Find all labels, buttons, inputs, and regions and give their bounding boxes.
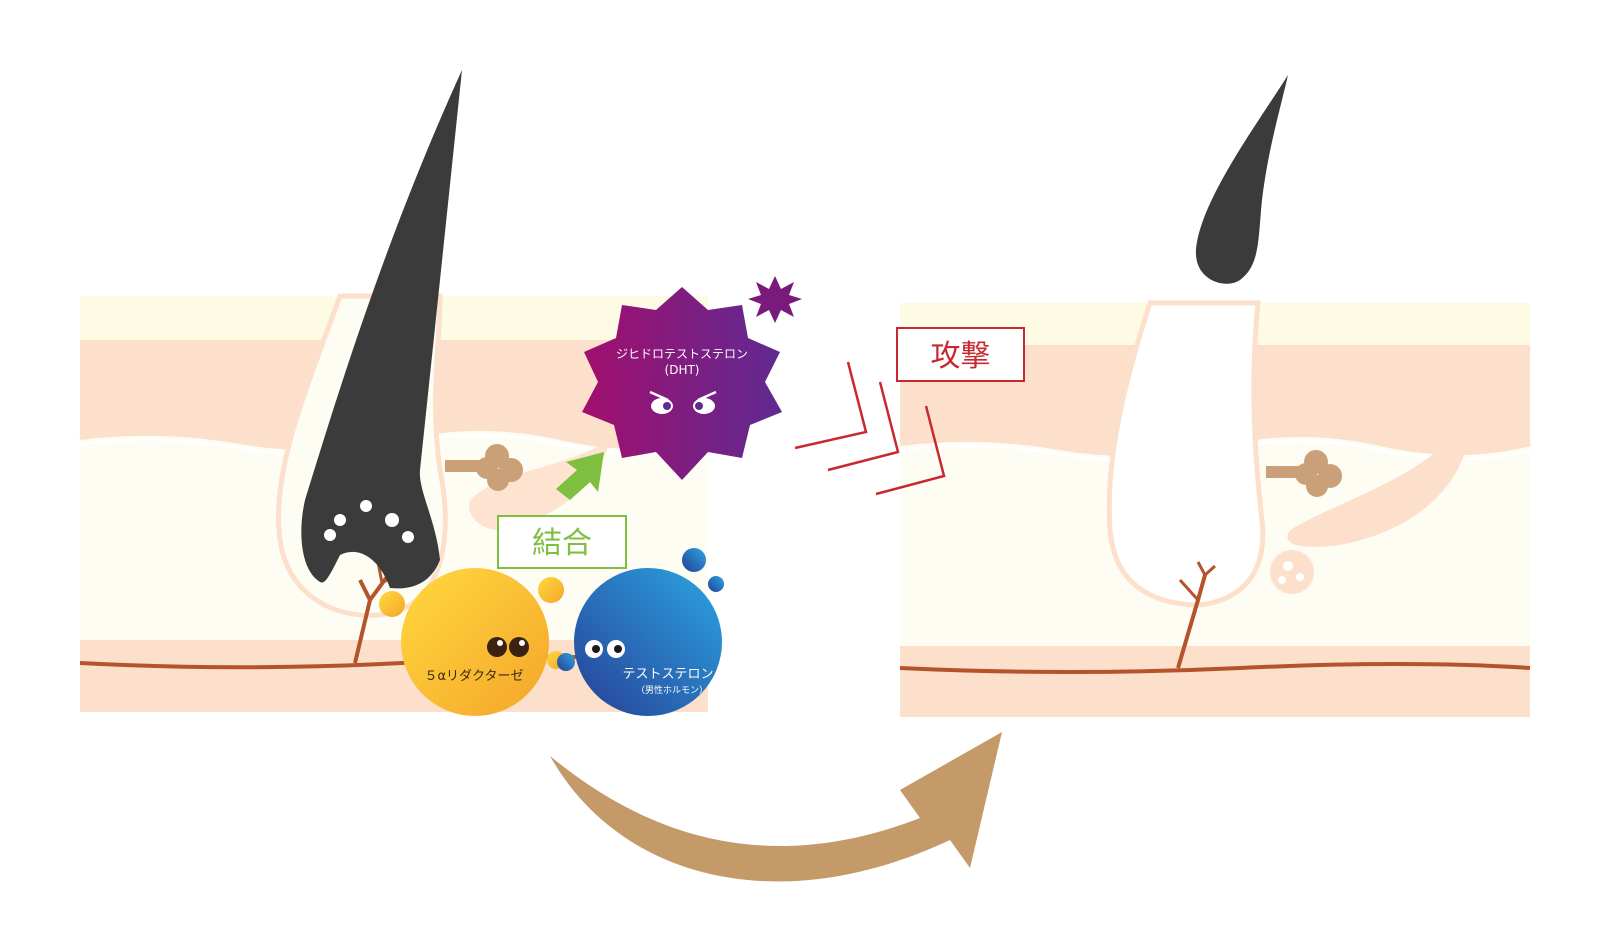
- progression-arrow: [550, 732, 1002, 882]
- testosterone-molecule: テストステロン （男性ホルモン）: [557, 548, 724, 716]
- bind-label: 結合: [532, 526, 592, 561]
- dht-angry-eyes-icon: [649, 390, 717, 414]
- testosterone-label: テストステロン: [622, 667, 713, 682]
- hair-strand-healthy: [301, 70, 462, 589]
- attack-label-box: 攻撃: [896, 327, 1025, 382]
- attack-marks: [794, 361, 946, 496]
- gland-left: [445, 444, 523, 491]
- skin-panel-right: [899, 300, 1531, 717]
- hair-strand-thinned: [1195, 75, 1288, 284]
- gland-right: [1266, 450, 1342, 497]
- testosterone-sublabel: （男性ホルモン）: [636, 684, 708, 696]
- bind-arrow-icon: [556, 452, 604, 500]
- dht-abbr-label: (DHT): [665, 363, 700, 377]
- dht-name-label: ジヒドロテストステロン: [616, 347, 748, 361]
- enzyme-5a-reductase: ５αリダクターゼ: [379, 568, 565, 716]
- attack-label: 攻撃: [931, 339, 991, 374]
- burst-icon: [748, 276, 802, 323]
- dht-molecule: ジヒドロテストステロン (DHT): [582, 287, 782, 480]
- enzyme-label: ５αリダクターゼ: [424, 669, 523, 684]
- enzyme-eyes-icon: [487, 637, 529, 657]
- testosterone-eyes-icon: [585, 640, 625, 658]
- bind-label-box: 結合: [497, 515, 627, 569]
